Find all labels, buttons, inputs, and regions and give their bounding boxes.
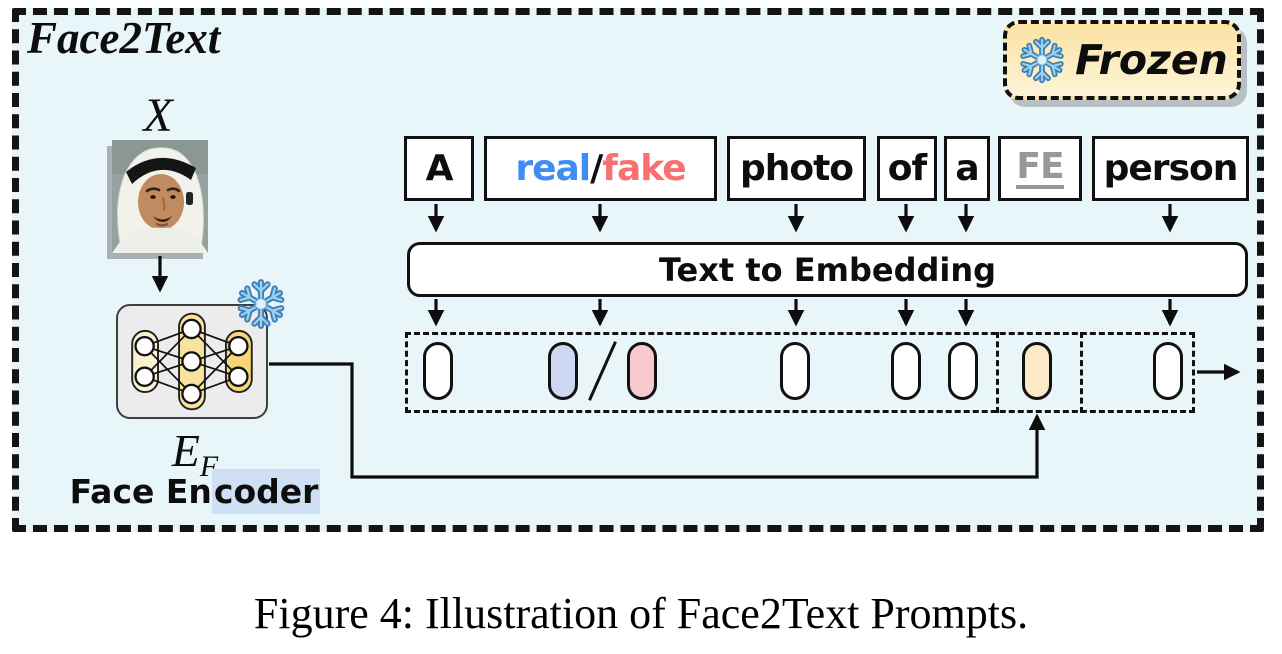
panel-title: Face2Text: [27, 13, 221, 63]
embedding-row-divider: [996, 332, 999, 413]
embedding-token-FE: [1022, 342, 1052, 400]
embedding-token-a: [948, 342, 978, 400]
token-box-photo: photo: [727, 136, 866, 201]
token-box-real-fake: real/fake: [484, 136, 717, 201]
real-text: real: [515, 148, 591, 189]
embedding-row-divider: [1080, 332, 1083, 413]
snowflake-icon: [1016, 34, 1068, 86]
embedding-token-of: [891, 342, 921, 400]
frozen-badge: Frozen: [1003, 20, 1241, 100]
token-box-FE: FE: [998, 136, 1082, 201]
neural-network-icon: [131, 312, 253, 411]
token-box-of: of: [877, 136, 937, 201]
embedding-token-person: [1153, 342, 1183, 400]
input-image-label: X: [143, 89, 173, 142]
figure-caption: Figure 4: Illustration of Face2Text Prom…: [253, 589, 1029, 638]
face-photo-drawing: [112, 140, 208, 254]
face-encoder-box: [116, 304, 268, 419]
slash-text: /: [590, 148, 603, 189]
face-encoder-label: Face Encoder: [38, 469, 352, 514]
encoder-label-highlight: coder: [211, 469, 321, 514]
encoder-symbol: EF: [171, 425, 219, 484]
text-to-embedding-box: Text to Embedding: [407, 242, 1248, 297]
token-box-a: a: [944, 136, 990, 201]
embedding-token-photo: [780, 342, 810, 400]
token-box-A: A: [404, 136, 474, 201]
encoder-snowflake-icon: [233, 276, 289, 332]
embedding-token-A: [423, 342, 453, 400]
frozen-label: Frozen: [1075, 36, 1228, 84]
input-face-image: [112, 140, 208, 254]
embedding-token-fake: [627, 342, 657, 400]
embedding-token-real: [548, 342, 578, 400]
fake-text: fake: [602, 148, 686, 189]
token-box-person: person: [1092, 136, 1249, 201]
